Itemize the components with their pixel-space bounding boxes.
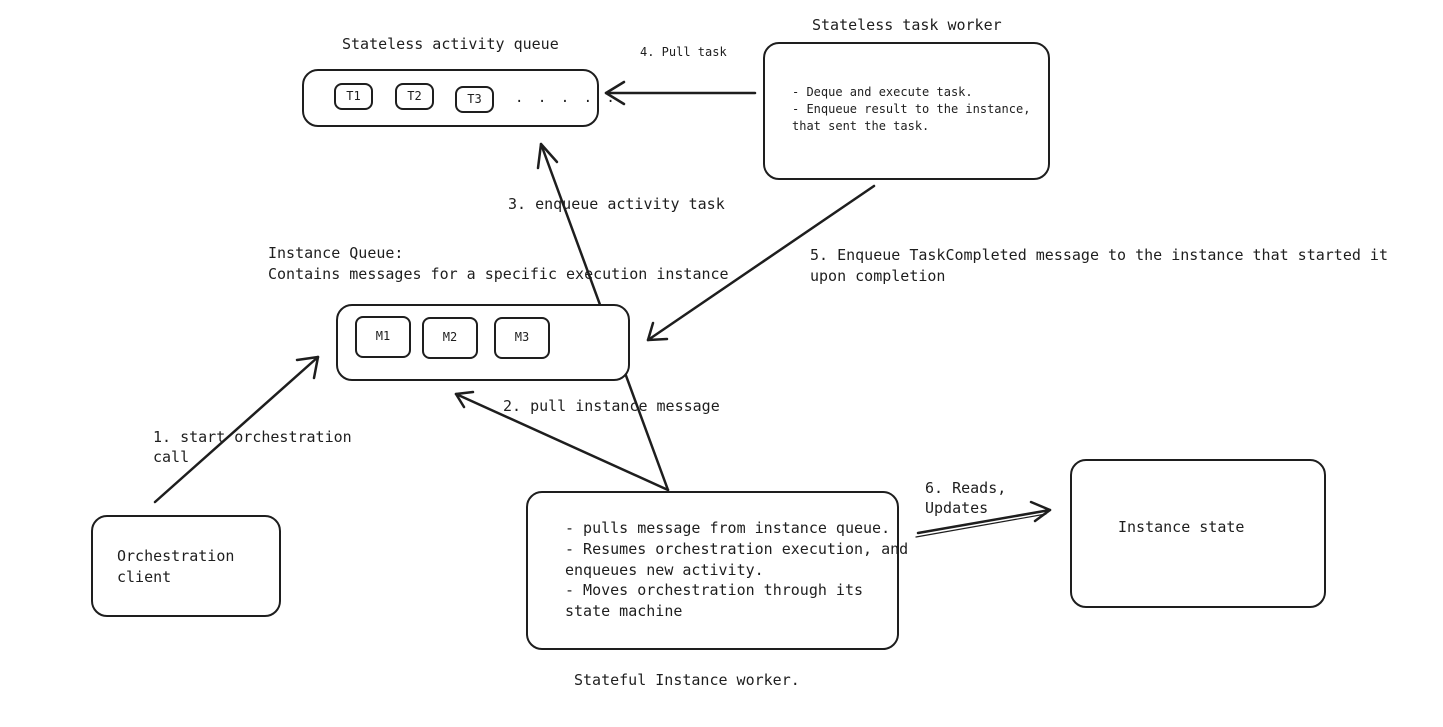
task-chip-t1: T1 (334, 83, 373, 110)
arrowhead-enqueue-activity-task (536, 142, 559, 170)
instance-state-label: Instance state (1118, 518, 1245, 536)
instance-worker-box (526, 491, 899, 650)
instance-worker-line-5: state machine (565, 602, 683, 620)
task-chip-t2: T2 (395, 83, 434, 110)
step-2-label: 2. pull instance message (503, 397, 720, 415)
step-4-label: 4. Pull task (640, 45, 727, 59)
task-worker-title: Stateless task worker (812, 16, 1002, 34)
arrowhead-pull-task (604, 80, 626, 106)
instance-worker-line-4: - Moves orchestration through its (565, 581, 864, 599)
arrow-pull-instance-message (454, 392, 670, 492)
arrow-start-orchestration (153, 355, 320, 504)
step-6-label-line-2: Updates (925, 499, 989, 517)
orchestration-client-line-2: client (117, 568, 172, 586)
step-5-label-line-1: 5. Enqueue TaskCompleted message to the … (810, 246, 1388, 264)
instance-worker-line-1: - pulls message from instance queue. (565, 519, 891, 537)
task-ellipsis: . . . . . (515, 90, 618, 106)
instance-worker-line-3: enqueues new activity. (565, 561, 764, 579)
arrowhead-pull-instance-message (454, 390, 475, 409)
step-6-label-line-1: 6. Reads, (925, 479, 1007, 497)
arrow-task-completed (646, 184, 876, 342)
instance-queue-title-line-1: Instance Queue: (268, 244, 404, 262)
arrowhead-reads-updates (1029, 500, 1052, 523)
step-1-label-line-1: 1. start orchestration (153, 428, 352, 446)
task-chip-t3: T3 (455, 86, 494, 113)
task-worker-line-1: - Deque and execute task. (792, 85, 973, 99)
step-5-label-line-2: upon completion (810, 267, 946, 285)
message-chip-m1: M1 (355, 316, 411, 358)
step-1-label-line-2: call (153, 448, 190, 466)
arrowhead-task-completed (646, 321, 669, 342)
arrowhead-start-orchestration (295, 355, 320, 380)
instance-worker-caption: Stateful Instance worker. (574, 671, 800, 689)
orchestration-client-line-1: Orchestration (117, 547, 235, 565)
task-worker-line-2: - Enqueue result to the instance, (792, 102, 1031, 116)
instance-state-box (1070, 459, 1326, 608)
task-worker-line-3: that sent the task. (792, 119, 930, 133)
message-chip-m2: M2 (422, 317, 478, 359)
arrow-reads-updates (916, 508, 1052, 535)
activity-queue-title: Stateless activity queue (342, 35, 559, 53)
arrow-reads-updates-shadow (915, 513, 1047, 538)
task-worker-box (763, 42, 1050, 180)
instance-worker-line-2: - Resumes orchestration execution, and (565, 540, 909, 558)
step-3-label: 3. enqueue activity task (508, 195, 725, 213)
instance-queue-title-line-2: Contains messages for a specific executi… (268, 265, 729, 283)
message-chip-m3: M3 (494, 317, 550, 359)
orchestration-client-box (91, 515, 281, 617)
